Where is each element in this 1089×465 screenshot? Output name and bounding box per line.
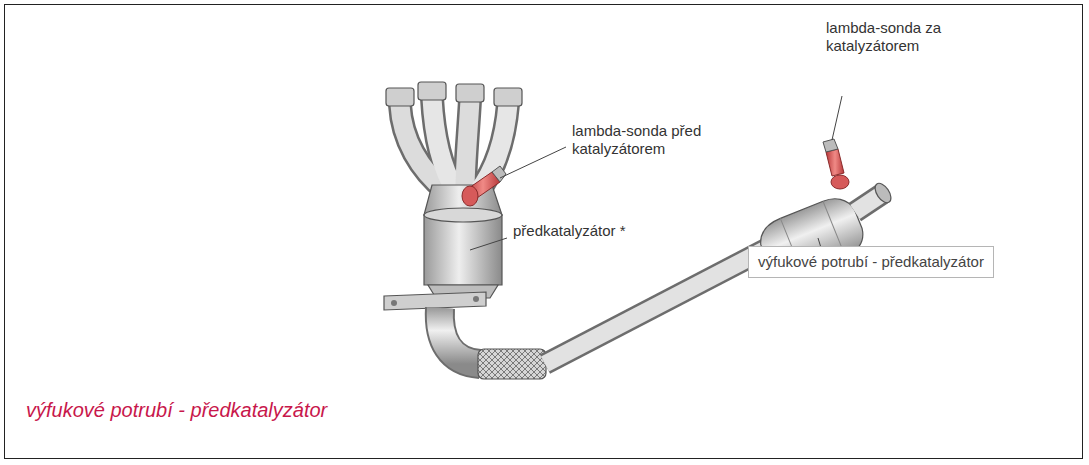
callout-box: výfukové potrubí - předkatalyzátor bbox=[748, 246, 994, 278]
part-label: lambda-sonda za katalyzátorem bbox=[824, 19, 978, 55]
part-label: lambda-sonda před katalyzátorem bbox=[570, 122, 724, 158]
exhaust-pipe bbox=[545, 248, 768, 364]
flange bbox=[384, 292, 486, 310]
runner-flanges bbox=[386, 82, 522, 106]
part-label: předkatalyzátor * bbox=[511, 222, 628, 240]
flex-pipe bbox=[478, 349, 546, 379]
box-text: výfukové potrubí - předkatalyzátor bbox=[758, 253, 984, 271]
lambda-sensor-front bbox=[462, 166, 506, 206]
caption: výfukové potrubí - předkatalyzátor bbox=[26, 398, 327, 422]
downpipe bbox=[440, 308, 480, 364]
pre-catalyst bbox=[424, 215, 502, 285]
leader-lines bbox=[470, 96, 842, 264]
lambda-sensor-rear bbox=[823, 139, 849, 189]
